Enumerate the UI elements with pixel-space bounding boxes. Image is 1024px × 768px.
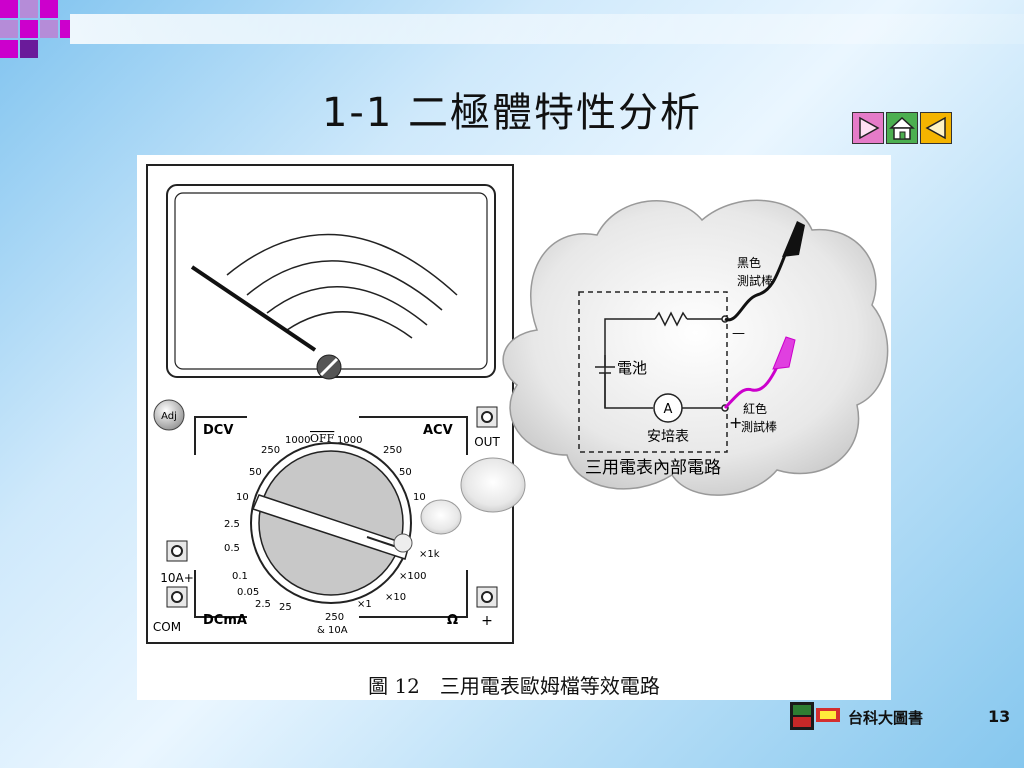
bubble-small bbox=[420, 499, 462, 535]
jack-out[interactable] bbox=[476, 406, 498, 428]
thought-cloud bbox=[502, 199, 889, 496]
home-icon bbox=[889, 116, 915, 140]
dcv-label: DCV bbox=[203, 423, 233, 438]
ammeter-label: 安培表 bbox=[647, 429, 689, 445]
jack-com[interactable] bbox=[166, 586, 188, 608]
svg-text:0.1: 0.1 bbox=[232, 571, 248, 582]
svg-text:250: 250 bbox=[261, 445, 280, 456]
play-left-icon bbox=[925, 116, 946, 140]
figure-caption: 圖 12 三用電表歐姆檔等效電路 bbox=[368, 674, 660, 698]
selector-frame bbox=[194, 416, 468, 618]
next-slide-button[interactable] bbox=[852, 112, 884, 144]
internal-circuit-label: 三用電表內部電路 bbox=[585, 458, 721, 478]
slide-title: 1-1 二極體特性分析 bbox=[321, 90, 703, 136]
dcma-label: DCmA bbox=[203, 613, 247, 628]
adj-knob bbox=[153, 399, 185, 431]
ammeter-symbol: A bbox=[664, 402, 673, 417]
plus-sign: + bbox=[729, 413, 742, 432]
svg-text:0.05: 0.05 bbox=[237, 587, 259, 598]
black-probe bbox=[782, 221, 805, 257]
prev-slide-button[interactable] bbox=[920, 112, 952, 144]
adj-label: Adj bbox=[161, 411, 177, 422]
minus-sign: — bbox=[732, 326, 745, 341]
svg-text:250: 250 bbox=[383, 445, 402, 456]
red-probe-lead bbox=[723, 366, 779, 410]
home-button[interactable] bbox=[886, 112, 918, 144]
svg-text:×100: ×100 bbox=[399, 571, 426, 582]
black-probe-label-2: 測試棒 bbox=[737, 273, 773, 288]
jack-10a[interactable] bbox=[166, 540, 188, 562]
red-probe bbox=[772, 336, 796, 370]
internal-circuit bbox=[578, 291, 729, 453]
svg-text:2.5: 2.5 bbox=[255, 599, 271, 610]
black-probe-lead bbox=[724, 254, 787, 322]
publisher-name: 台科大圖書 bbox=[848, 709, 924, 727]
svg-text:50: 50 bbox=[399, 467, 412, 478]
svg-text:×1k: ×1k bbox=[419, 549, 440, 560]
publisher-logo bbox=[790, 702, 840, 730]
svg-text:& 10A: & 10A bbox=[317, 625, 348, 636]
out-label: OUT bbox=[474, 435, 500, 449]
multimeter-diagram: Adj DCV ACV DCmA Ω 1000 250 50 10 2.5 0.… bbox=[146, 164, 889, 644]
multimeter-figure: Adj DCV ACV DCmA Ω 1000 250 50 10 2.5 0.… bbox=[137, 155, 891, 700]
play-right-icon bbox=[859, 116, 880, 140]
10a-label: 10A+ bbox=[160, 571, 194, 585]
dcma-ticks: 0.05 2.5 25 250 & 10A bbox=[237, 587, 348, 636]
svg-text:1000: 1000 bbox=[337, 435, 362, 446]
bubble-medium bbox=[460, 457, 526, 513]
acv-ticks: 1000 250 50 10 bbox=[337, 435, 426, 503]
ohm-ticks: ×1 ×10 ×100 ×1k bbox=[357, 549, 440, 610]
svg-text:0.5: 0.5 bbox=[224, 543, 240, 554]
battery-label: 電池 bbox=[617, 359, 647, 377]
svg-text:×10: ×10 bbox=[385, 592, 406, 603]
ohm-label: Ω bbox=[447, 613, 458, 628]
meter-needle bbox=[190, 265, 317, 352]
meter-scale-arcs bbox=[226, 233, 458, 339]
red-probe-label-2: 測試棒 bbox=[741, 419, 777, 434]
black-probe-label-1: 黑色 bbox=[737, 256, 761, 270]
red-probe-label-1: 紅色 bbox=[743, 402, 767, 416]
svg-text:2.5: 2.5 bbox=[224, 519, 240, 530]
off-label: OFF bbox=[310, 432, 335, 445]
acv-label: ACV bbox=[423, 423, 453, 438]
svg-text:10: 10 bbox=[236, 492, 249, 503]
nav-buttons bbox=[852, 112, 952, 144]
com-label: COM bbox=[153, 620, 181, 634]
svg-text:50: 50 bbox=[249, 467, 262, 478]
jack-plus[interactable] bbox=[476, 586, 498, 608]
page-number: 13 bbox=[988, 707, 1011, 726]
plus-label: + bbox=[481, 613, 493, 629]
svg-text:×1: ×1 bbox=[357, 599, 372, 610]
svg-text:1000: 1000 bbox=[285, 435, 310, 446]
svg-text:250: 250 bbox=[325, 612, 344, 623]
header-bar bbox=[70, 14, 1024, 44]
svg-text:25: 25 bbox=[279, 602, 292, 613]
svg-text:10: 10 bbox=[413, 492, 426, 503]
dcv-ticks: 1000 250 50 10 2.5 0.5 0.1 bbox=[224, 435, 310, 582]
